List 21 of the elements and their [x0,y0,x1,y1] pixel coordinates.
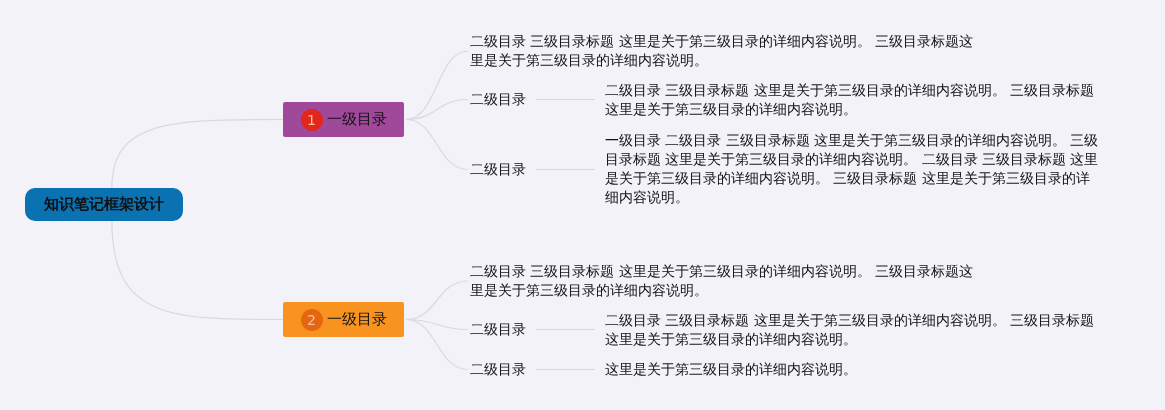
connector-line [111,118,284,189]
note-text: 二级目录 三级目录标题 这里是关于第三级目录的详细内容说明。 三级目录标题这里是关于第三级目录的详细内容说明。 [605,81,1105,119]
connector-line [405,118,469,171]
connector-line [111,220,284,321]
topic-box [283,102,404,137]
topic-box [283,302,404,337]
subtopic-label: 二级目录 [470,360,526,379]
note-text: 二级目录 三级目录标题 这里是关于第三级目录的详细内容说明。 三级目录标题这里是关于第三级目录的详细内容说明。 [470,262,975,300]
subtopic-label: 二级目录 [470,320,526,339]
root-topic-box: 知识笔记框架设计 [25,188,183,221]
topic-label: 一级目录 [326,310,387,329]
note-text: 这里是关于第三级目录的详细内容说明。 [605,360,1105,379]
note-text: 二级目录 三级目录标题 这里是关于第三级目录的详细内容说明。 三级目录标题这里是关于第三级目录的详细内容说明。 [605,311,1105,349]
subtopic-label: 二级目录 [470,90,526,109]
topic-label: 一级目录 [326,110,387,129]
connector-line [405,318,469,371]
number-badge: 2 [300,308,323,331]
note-text: 一级目录 二级目录 三级目录标题 这里是关于第三级目录的详细内容说明。 三级目录标题 这里是关于第三级目录的详细内容说明。 二级目录 三级目录标题 这里是关于第三级目录的详细内容说明。 三级目录标题 这里是关于第三级目录的详细内容说明。 [605,131,1100,207]
subtopic-label: 二级目录 [470,160,526,179]
number-badge: 1 [300,108,323,131]
note-text: 二级目录 三级目录标题 这里是关于第三级目录的详细内容说明。 三级目录标题这里是关于第三级目录的详细内容说明。 [470,32,975,70]
